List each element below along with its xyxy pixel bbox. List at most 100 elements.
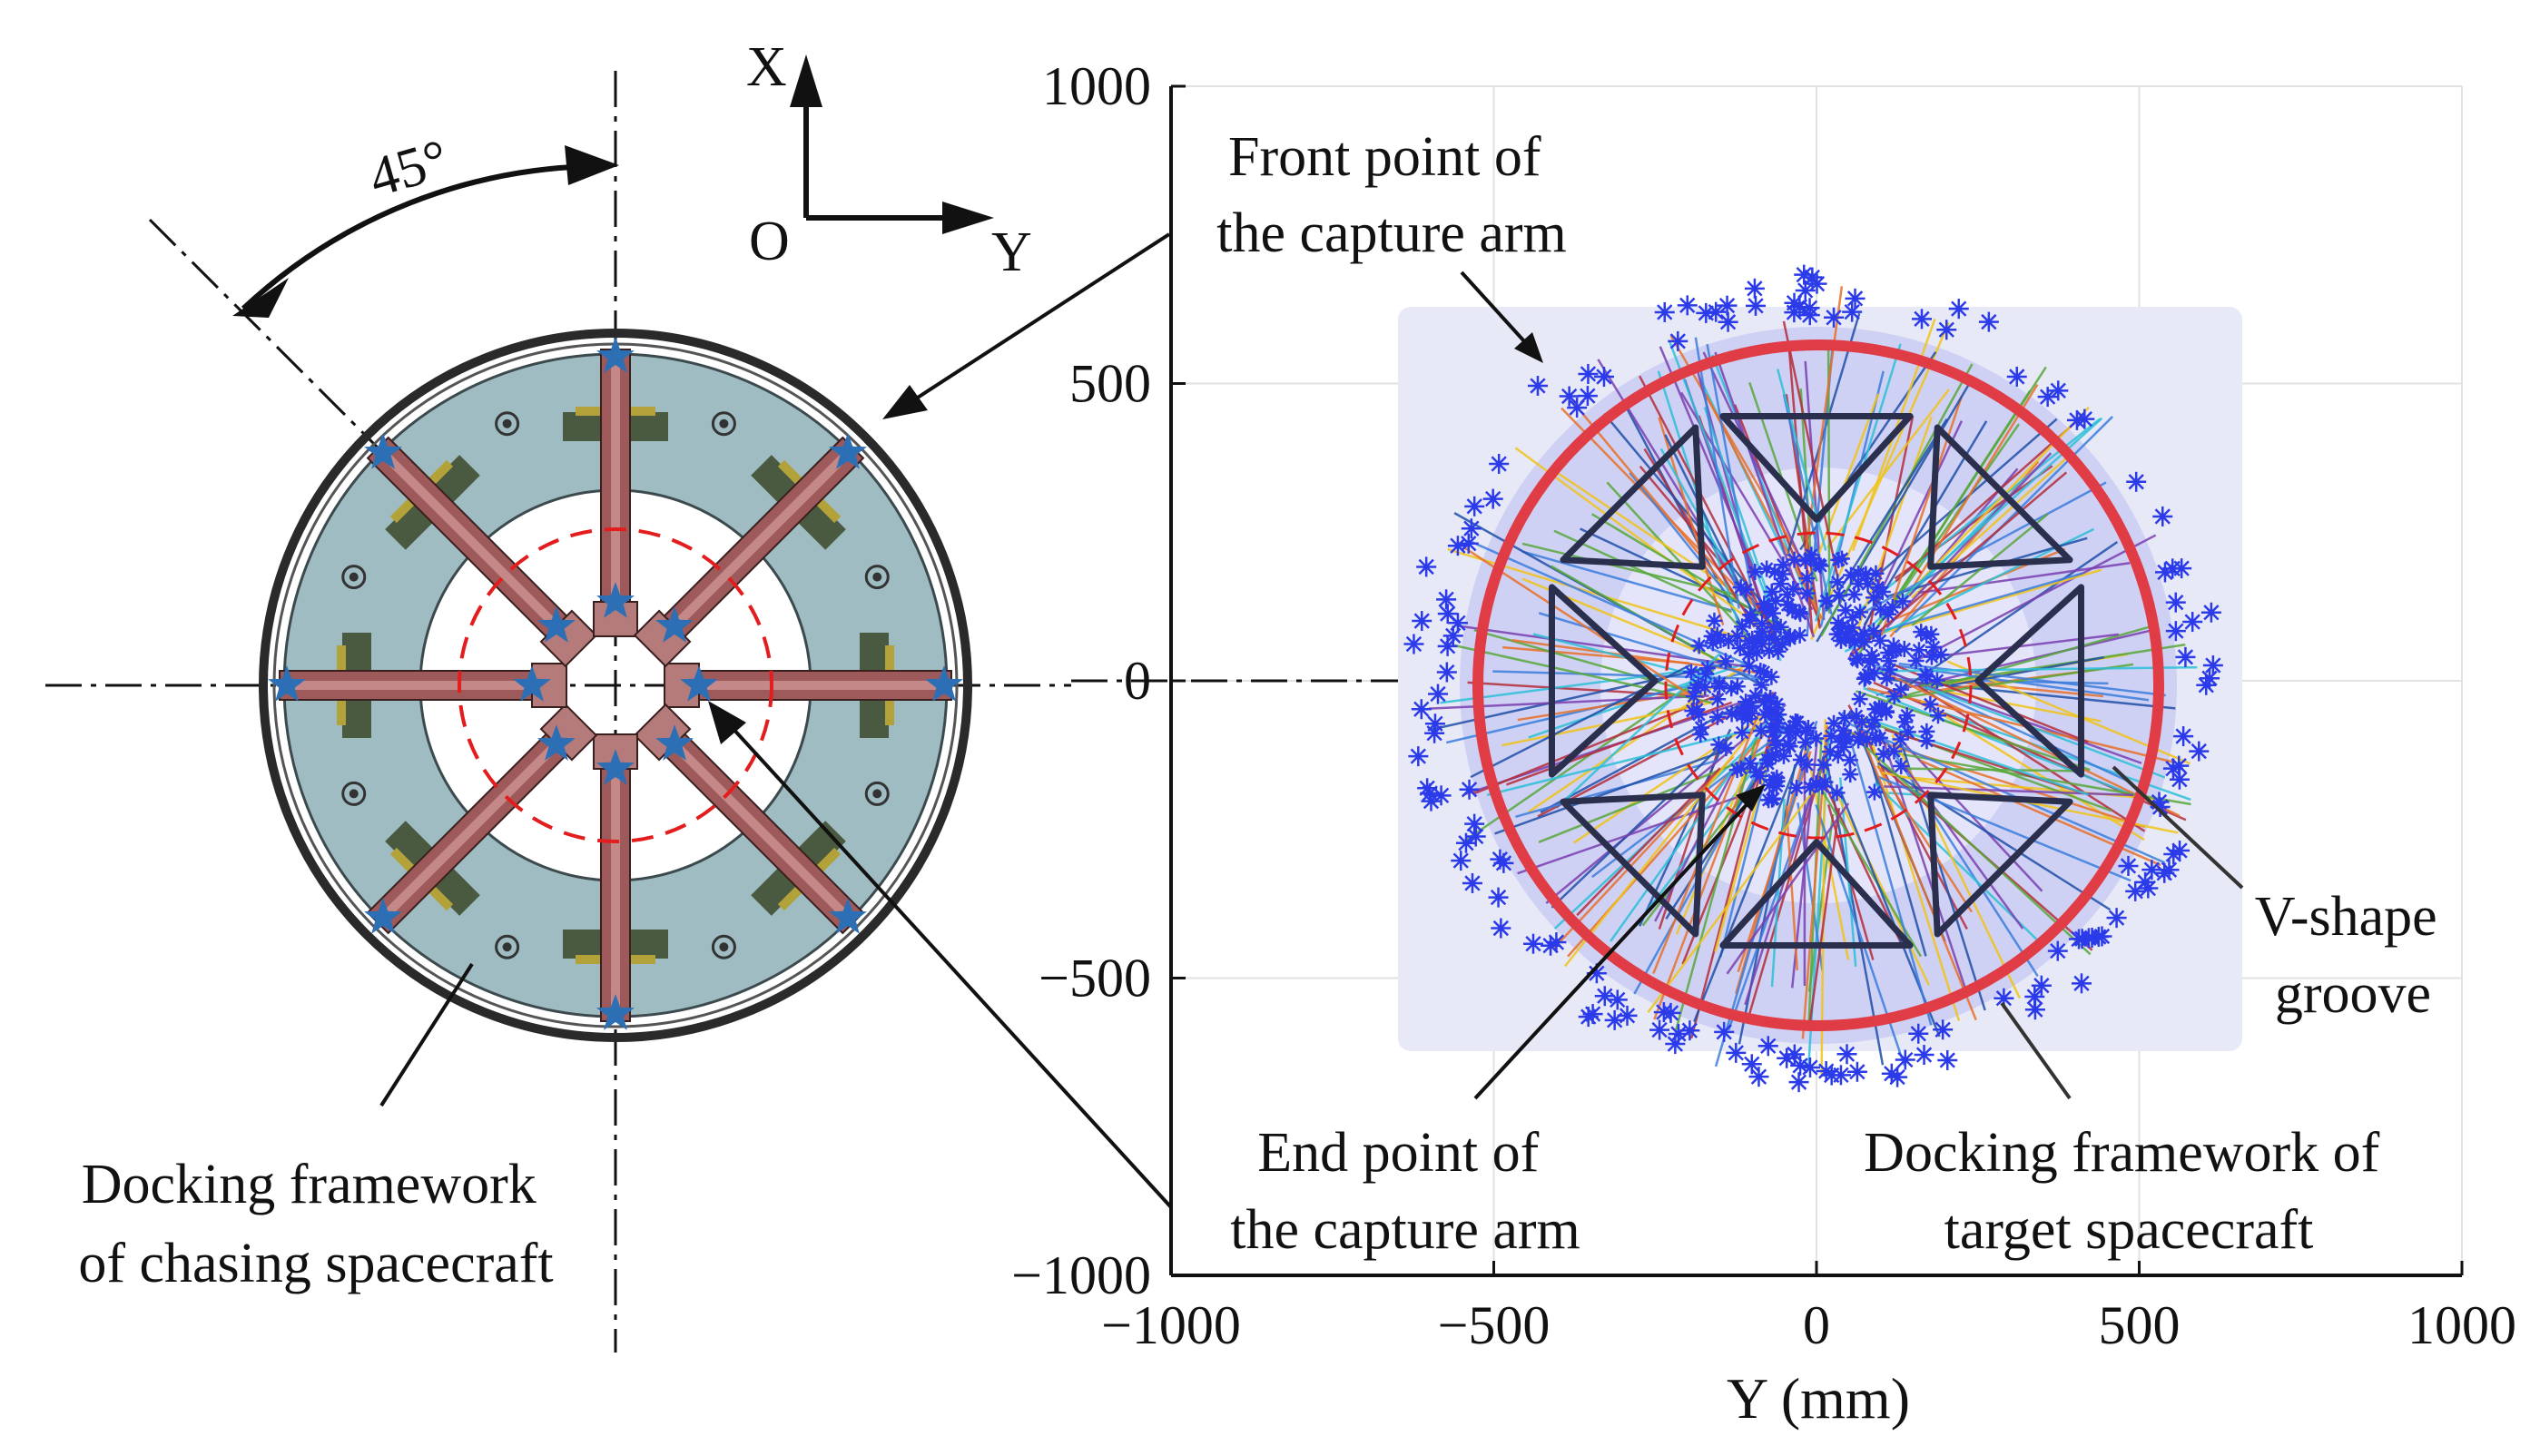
asterisk-marker-icon bbox=[1752, 628, 1769, 645]
asterisk-marker-icon bbox=[1709, 691, 1727, 708]
asterisk-marker-icon bbox=[1798, 570, 1816, 587]
axis-y-label: Y bbox=[991, 221, 1032, 283]
asterisk-marker-icon bbox=[2037, 387, 2058, 408]
asterisk-stroke bbox=[1867, 785, 1882, 799]
arm-trajectory bbox=[1675, 765, 1749, 935]
label-chasing-spacecraft: Docking framework of chasing spacecraft bbox=[78, 1154, 553, 1294]
asterisk-stroke bbox=[1657, 304, 1673, 320]
asterisk-stroke bbox=[1580, 366, 1597, 382]
asterisk-stroke bbox=[1925, 650, 1939, 664]
asterisk-stroke bbox=[2171, 842, 2188, 859]
asterisk-stroke bbox=[1718, 297, 1736, 314]
asterisk-marker-icon bbox=[1794, 264, 1815, 285]
asterisk-stroke bbox=[1857, 635, 1872, 649]
asterisk-stroke bbox=[1739, 583, 1753, 596]
asterisk-marker-icon bbox=[1677, 295, 1698, 316]
asterisk-marker-icon bbox=[1849, 652, 1866, 669]
asterisk-stroke bbox=[1914, 625, 1928, 639]
asterisk-stroke bbox=[1746, 632, 1759, 646]
asterisk-marker-icon bbox=[1937, 1049, 1958, 1070]
asterisk-marker-icon bbox=[1742, 606, 1759, 624]
star-marker-icon bbox=[655, 605, 694, 643]
star-marker-icon bbox=[364, 433, 402, 469]
asterisk-stroke bbox=[1780, 598, 1795, 612]
asterisk-stroke bbox=[1757, 665, 1771, 679]
arm-trajectory bbox=[1898, 662, 2166, 697]
v-shape-grooves bbox=[1548, 412, 2085, 949]
asterisk-marker-icon bbox=[1766, 619, 1783, 636]
arm-trajectory bbox=[1895, 416, 2082, 583]
asterisk-marker-icon bbox=[1880, 605, 1897, 623]
asterisk-stroke bbox=[1830, 576, 1845, 589]
bolt-icon bbox=[711, 934, 736, 959]
asterisk-marker-icon bbox=[1567, 398, 1588, 418]
asterisk-marker-icon bbox=[1447, 613, 1468, 634]
asterisk-stroke bbox=[1897, 1051, 1914, 1068]
bolt-icon bbox=[864, 565, 890, 590]
asterisk-stroke bbox=[1765, 585, 1778, 599]
capture-arm bbox=[633, 703, 865, 935]
asterisk-marker-icon bbox=[2071, 973, 2092, 994]
asterisk-marker-icon bbox=[1918, 733, 1935, 750]
asterisk-stroke bbox=[1741, 647, 1756, 662]
arm-tip bbox=[633, 703, 692, 762]
bolt-center-icon bbox=[719, 942, 729, 952]
asterisk-stroke bbox=[1438, 591, 1454, 607]
asterisk-marker-icon bbox=[1885, 688, 1903, 705]
asterisk-stroke bbox=[2151, 799, 2169, 815]
asterisk-stroke bbox=[2168, 623, 2184, 639]
arm-trajectory bbox=[1563, 718, 1763, 968]
asterisk-marker-icon bbox=[1797, 553, 1814, 570]
v-groove-shape bbox=[1560, 792, 1706, 938]
capture-arms bbox=[279, 349, 952, 1022]
bolt-center-icon bbox=[349, 572, 359, 582]
arm-trajectory bbox=[1654, 762, 1738, 922]
asterisk-stroke bbox=[1981, 313, 1997, 330]
asterisk-marker-icon bbox=[1424, 713, 1445, 734]
bolt-icon bbox=[341, 565, 367, 590]
asterisk-marker-icon bbox=[1708, 708, 1726, 725]
bolt-center-icon bbox=[502, 418, 512, 428]
arm-highlight bbox=[611, 364, 620, 602]
asterisk-marker-icon bbox=[2162, 758, 2183, 779]
asterisk-stroke bbox=[1897, 642, 1912, 656]
asterisk-marker-icon bbox=[1791, 626, 1808, 644]
asterisk-marker-icon bbox=[1895, 1049, 1915, 1070]
asterisk-stroke bbox=[2128, 474, 2144, 490]
arm-trajectory bbox=[1874, 418, 2058, 578]
asterisk-stroke bbox=[1853, 605, 1867, 619]
asterisk-marker-icon bbox=[1728, 762, 1746, 779]
asterisk-marker-icon bbox=[1411, 699, 1432, 720]
asterisk-marker-icon bbox=[1679, 1020, 1700, 1041]
asterisk-marker-icon bbox=[1824, 307, 1845, 328]
arm-trajectory bbox=[1856, 481, 2107, 617]
asterisk-stroke bbox=[1464, 875, 1481, 891]
asterisk-marker-icon bbox=[1799, 305, 1820, 326]
capture-arm bbox=[593, 733, 638, 1022]
asterisk-marker-icon bbox=[1482, 488, 1503, 509]
asterisk-stroke bbox=[1871, 580, 1885, 595]
asterisk-marker-icon bbox=[1769, 643, 1787, 660]
asterisk-marker-icon bbox=[1698, 660, 1716, 677]
asterisk-marker-icon bbox=[1790, 1055, 1811, 1076]
asterisk-stroke bbox=[1826, 716, 1841, 731]
asterisk-marker-icon bbox=[1842, 766, 1859, 783]
arm-trajectory bbox=[1694, 337, 1740, 609]
arm-trajectory bbox=[1841, 712, 1933, 1026]
arm-trajectory bbox=[1467, 539, 1767, 674]
bolt-center-icon bbox=[719, 418, 729, 428]
asterisk-marker-icon bbox=[1753, 723, 1770, 740]
asterisk-stroke bbox=[1926, 640, 1941, 654]
asterisk-marker-icon bbox=[2169, 769, 2190, 790]
asterisk-stroke bbox=[1788, 714, 1803, 729]
asterisk-stroke bbox=[1610, 991, 1626, 1008]
asterisk-stroke bbox=[1880, 672, 1894, 685]
asterisk-marker-icon bbox=[1744, 278, 1765, 299]
arm-trajectory bbox=[1451, 644, 1712, 704]
arm-trajectory bbox=[1665, 782, 1756, 920]
asterisk-marker-icon bbox=[1841, 752, 1858, 769]
asterisk-stroke bbox=[1776, 567, 1789, 581]
x-axis-title: Y (mm) bbox=[1727, 1366, 1910, 1431]
asterisk-marker-icon bbox=[1692, 726, 1709, 743]
